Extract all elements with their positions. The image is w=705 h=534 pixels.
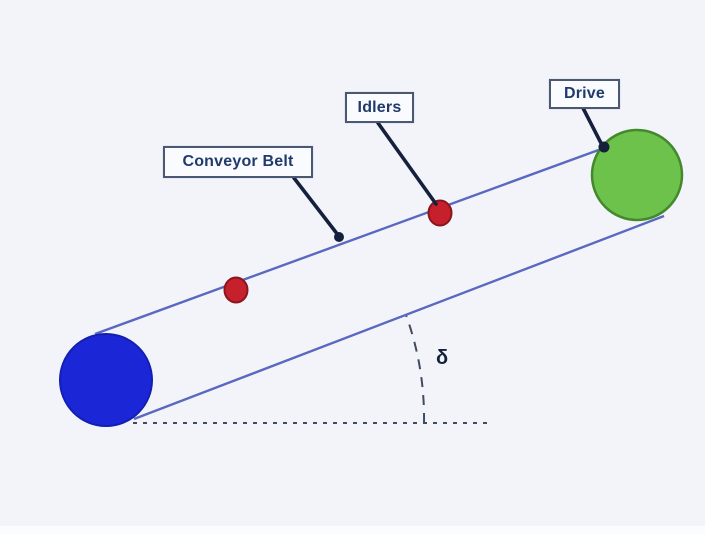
incline-angle-label: δ bbox=[436, 347, 449, 369]
idler-roller-right bbox=[427, 199, 453, 227]
tail-pulley bbox=[59, 333, 153, 427]
conveyor-belt-label-text: Conveyor Belt bbox=[182, 153, 294, 170]
drive-leader-line bbox=[581, 106, 604, 147]
drive-pulley bbox=[590, 128, 684, 222]
belt-top-edge bbox=[94, 146, 605, 336]
conveyor-belt-leader-dot bbox=[334, 232, 344, 242]
drive-label: Drive bbox=[549, 79, 620, 109]
idler-roller-left bbox=[223, 276, 249, 304]
bottom-edge-strip bbox=[0, 526, 705, 534]
drive-leader-dot bbox=[598, 141, 610, 153]
idlers-leader-line bbox=[376, 121, 438, 206]
conveyor-belt-leader-line bbox=[292, 176, 340, 237]
idlers-label-text: Idlers bbox=[357, 98, 402, 116]
drive-label-text: Drive bbox=[563, 85, 606, 102]
conveyor-belt-label: Conveyor Belt bbox=[163, 146, 313, 178]
belt-bottom-edge bbox=[133, 214, 665, 421]
angle-arc bbox=[405, 314, 426, 424]
idlers-label: Idlers bbox=[345, 92, 414, 123]
